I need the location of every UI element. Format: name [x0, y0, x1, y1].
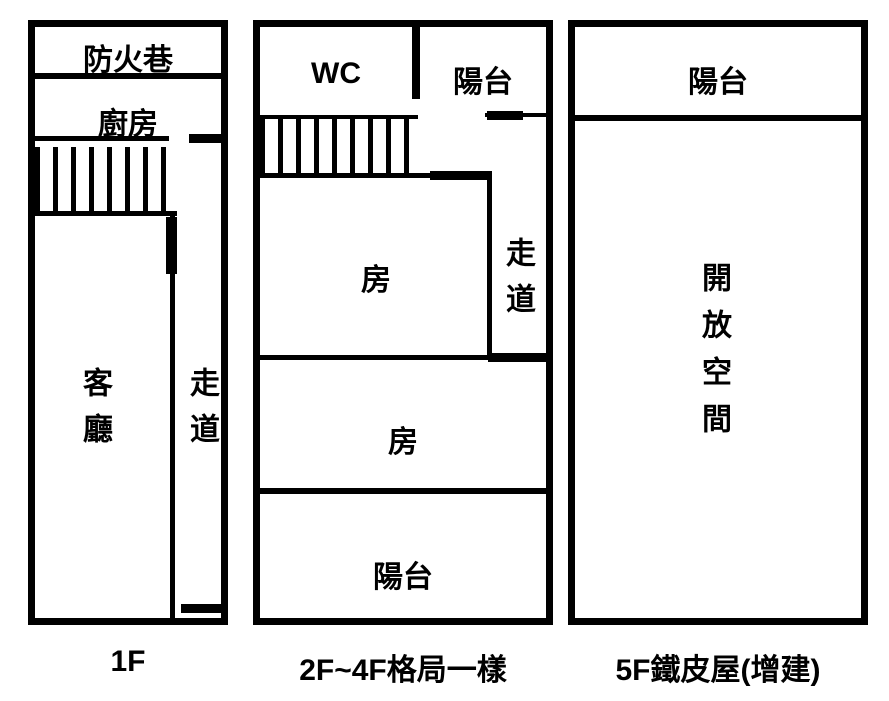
- stairs-hatch: [260, 119, 418, 173]
- wall-segment: [575, 115, 861, 121]
- room-upper-label: 房: [361, 264, 391, 297]
- door-jamb: [181, 604, 221, 613]
- wall-segment: [487, 173, 492, 357]
- wall-segment: [170, 211, 175, 618]
- open-space-label: 開放空間: [697, 262, 730, 450]
- room-lower-label: 房: [388, 426, 418, 459]
- door-jamb: [430, 171, 492, 180]
- wall-segment: [260, 115, 418, 119]
- caption-5f: 5F鐵皮屋(增建): [615, 654, 821, 687]
- plan-5f: 陽台 開放空間: [568, 20, 868, 625]
- wall-segment: [35, 211, 177, 216]
- balcony-label: 陽台: [688, 66, 748, 99]
- stairs-hatch: [35, 147, 177, 211]
- door-jamb: [487, 111, 523, 120]
- caption-1f: 1F: [110, 645, 146, 678]
- caption-2f-4f: 2F~4F格局一樣: [299, 654, 507, 687]
- living-room-label: 客廳: [78, 367, 111, 459]
- fire-lane-label: 防火巷: [83, 44, 173, 77]
- balcony-bottom-label: 陽台: [373, 561, 433, 594]
- wall-segment: [260, 355, 492, 360]
- door-jamb: [166, 217, 177, 274]
- hallway-label: 走道: [501, 237, 534, 329]
- door-jamb: [488, 353, 546, 362]
- wall-segment: [260, 488, 546, 494]
- wall-segment: [35, 73, 221, 79]
- wall-segment: [412, 27, 420, 99]
- kitchen-label: 廚房: [98, 108, 158, 141]
- door-jamb: [189, 134, 221, 143]
- hallway-label: 走道: [185, 367, 218, 459]
- wall-segment: [260, 173, 492, 178]
- wc-label: WC: [311, 57, 361, 90]
- balcony-top-label: 陽台: [453, 66, 513, 99]
- wall-segment: [35, 136, 169, 141]
- plan-1f: 防火巷 廚房 客廳 走道: [28, 20, 228, 625]
- plan-2f-4f: WC 陽台 房 走道 房 陽台: [253, 20, 553, 625]
